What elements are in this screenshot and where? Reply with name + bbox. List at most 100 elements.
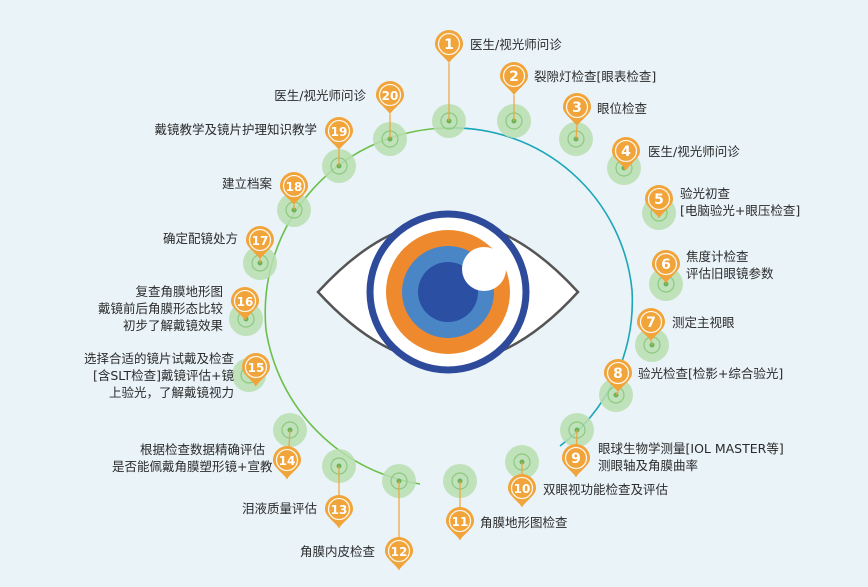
- step-label-line: 评估旧眼镜参数: [686, 266, 774, 281]
- step-label-8: 验光检查[检影+综合验光]: [638, 365, 783, 382]
- step-number-12: 12: [391, 545, 408, 559]
- step-number-17: 17: [252, 234, 269, 248]
- step-label-line: 戴镜前后角膜形态比较: [97, 301, 223, 316]
- step-pin-11: 11: [446, 481, 474, 540]
- location-pin-icon: [376, 81, 404, 114]
- step-label-14: 根据检查数据精确评估是否能佩戴角膜塑形镜+宣教: [112, 441, 273, 475]
- location-pin-icon: [604, 359, 632, 392]
- step-pin-3: 3: [563, 93, 591, 140]
- step-pin-14: 14: [273, 429, 301, 480]
- step-number-16: 16: [237, 295, 254, 309]
- location-pin-icon: [246, 226, 274, 259]
- step-label-19: 戴镜教学及镜片护理知识教学: [137, 121, 317, 138]
- location-pin-icon: [280, 172, 308, 205]
- location-pin-icon: [231, 287, 259, 320]
- step-label-18: 建立档案: [206, 175, 272, 192]
- step-label-9: 眼球生物学测量[IOL MASTER等] 测眼轴及角膜曲率: [598, 440, 784, 474]
- step-label-5: 验光初查[电脑验光+眼压检查]: [680, 185, 800, 219]
- step-label-line: 测定主视眼: [672, 315, 735, 330]
- step-number-6: 6: [661, 257, 671, 273]
- step-label-line: 验光检查[检影+综合验光]: [638, 366, 784, 381]
- step-number-4: 4: [621, 144, 631, 160]
- step-label-3: 眼位检查: [597, 100, 647, 117]
- step-label-12: 角膜内皮检查: [292, 543, 375, 560]
- step-pin-6: 6: [652, 250, 680, 284]
- step-label-line: 泪液质量评估: [241, 501, 317, 516]
- step-label-4: 医生/视光师问诊: [648, 143, 740, 160]
- pupil: [418, 262, 478, 322]
- step-number-7: 7: [646, 315, 656, 331]
- step-label-line: 确定配镜处方: [162, 231, 238, 246]
- step-number-18: 18: [286, 180, 303, 194]
- location-pin-icon: [637, 308, 665, 341]
- step-number-5: 5: [654, 192, 664, 208]
- step-label-6: 焦度计检查评估旧眼镜参数: [686, 248, 774, 282]
- step-label-line: 眼位检查: [597, 101, 648, 116]
- step-pin-18: 18: [280, 172, 308, 210]
- step-label-line: 根据检查数据精确评估: [139, 442, 265, 457]
- step-label-line: 选择合适的镜片试戴及检查: [83, 351, 234, 366]
- step-label-7: 测定主视眼: [672, 314, 735, 331]
- location-pin-icon: [325, 117, 353, 150]
- step-number-9: 9: [571, 451, 581, 467]
- step-label-15: 选择合适的镜片试戴及检查[含SLT检查]戴镜评估+镜上验光，了解戴镜视力: [62, 350, 234, 401]
- step-pin-12: 12: [385, 481, 413, 570]
- location-pin-icon: [562, 444, 590, 477]
- step-label-line: 裂隙灯检查[眼表检查]: [534, 69, 657, 84]
- step-label-line: 戴镜教学及镜片护理知识教学: [154, 122, 317, 137]
- location-pin-icon: [242, 353, 270, 386]
- step-label-20: 医生/视光师问诊: [260, 87, 366, 104]
- step-label-line: 上验光，了解戴镜视力: [108, 385, 234, 400]
- location-pin-icon: [446, 507, 474, 540]
- location-pin-icon: [325, 495, 353, 528]
- step-label-line: 初步了解戴镜效果: [122, 318, 223, 333]
- step-pin-5: 5: [645, 185, 673, 218]
- location-pin-icon: [563, 93, 591, 126]
- location-pin-icon: [435, 30, 463, 63]
- step-pin-7: 7: [637, 308, 665, 346]
- step-label-line: 角膜地形图检查: [480, 515, 568, 530]
- location-pin-icon: [508, 474, 536, 507]
- step-label-17: 确定配镜处方: [142, 230, 238, 247]
- location-pin-icon: [612, 137, 640, 170]
- step-number-19: 19: [331, 125, 348, 139]
- step-number-20: 20: [382, 89, 399, 103]
- step-label-10: 双眼视功能检查及评估: [543, 481, 668, 498]
- step-pin-9: 9: [562, 429, 590, 478]
- location-pin-icon: [385, 537, 413, 570]
- step-number-11: 11: [452, 515, 469, 529]
- step-number-2: 2: [509, 69, 519, 85]
- step-number-8: 8: [613, 366, 623, 382]
- step-number-15: 15: [248, 361, 265, 375]
- step-label-line: 双眼视功能检查及评估: [543, 482, 669, 497]
- step-pin-2: 2: [500, 62, 528, 121]
- step-number-1: 1: [444, 37, 454, 53]
- step-label-line: 医生/视光师问诊: [648, 144, 740, 159]
- step-number-10: 10: [514, 482, 531, 496]
- step-label-line: 角膜内皮检查: [299, 544, 375, 559]
- location-pin-icon: [500, 62, 528, 95]
- step-label-line: 眼球生物学测量[IOL MASTER等]: [598, 441, 784, 456]
- step-label-16: 复查角膜地形图戴镜前后角膜形态比较初步了解戴镜效果: [90, 283, 223, 334]
- eye-highlight: [462, 247, 506, 291]
- step-label-line: 测眼轴及角膜曲率: [598, 458, 699, 473]
- step-label-line: 建立档案: [221, 176, 272, 191]
- eye-icon: [316, 210, 580, 374]
- step-pin-4: 4: [612, 137, 640, 171]
- step-pin-16: 16: [231, 287, 259, 321]
- step-number-3: 3: [572, 100, 582, 116]
- step-number-14: 14: [279, 454, 296, 468]
- step-pin-8: 8: [604, 359, 632, 396]
- step-pin-1: 1: [435, 30, 463, 121]
- step-pin-17: 17: [246, 226, 274, 263]
- step-label-1: 医生/视光师问诊: [470, 36, 562, 53]
- location-pin-icon: [652, 250, 680, 283]
- step-label-line: 是否能佩戴角膜塑形镜+宣教: [112, 459, 273, 474]
- step-label-11: 角膜地形图检查: [480, 514, 568, 531]
- location-pin-icon: [273, 446, 301, 479]
- step-label-line: [电脑验光+眼压检查]: [680, 203, 801, 218]
- step-label-line: 医生/视光师问诊: [470, 37, 562, 52]
